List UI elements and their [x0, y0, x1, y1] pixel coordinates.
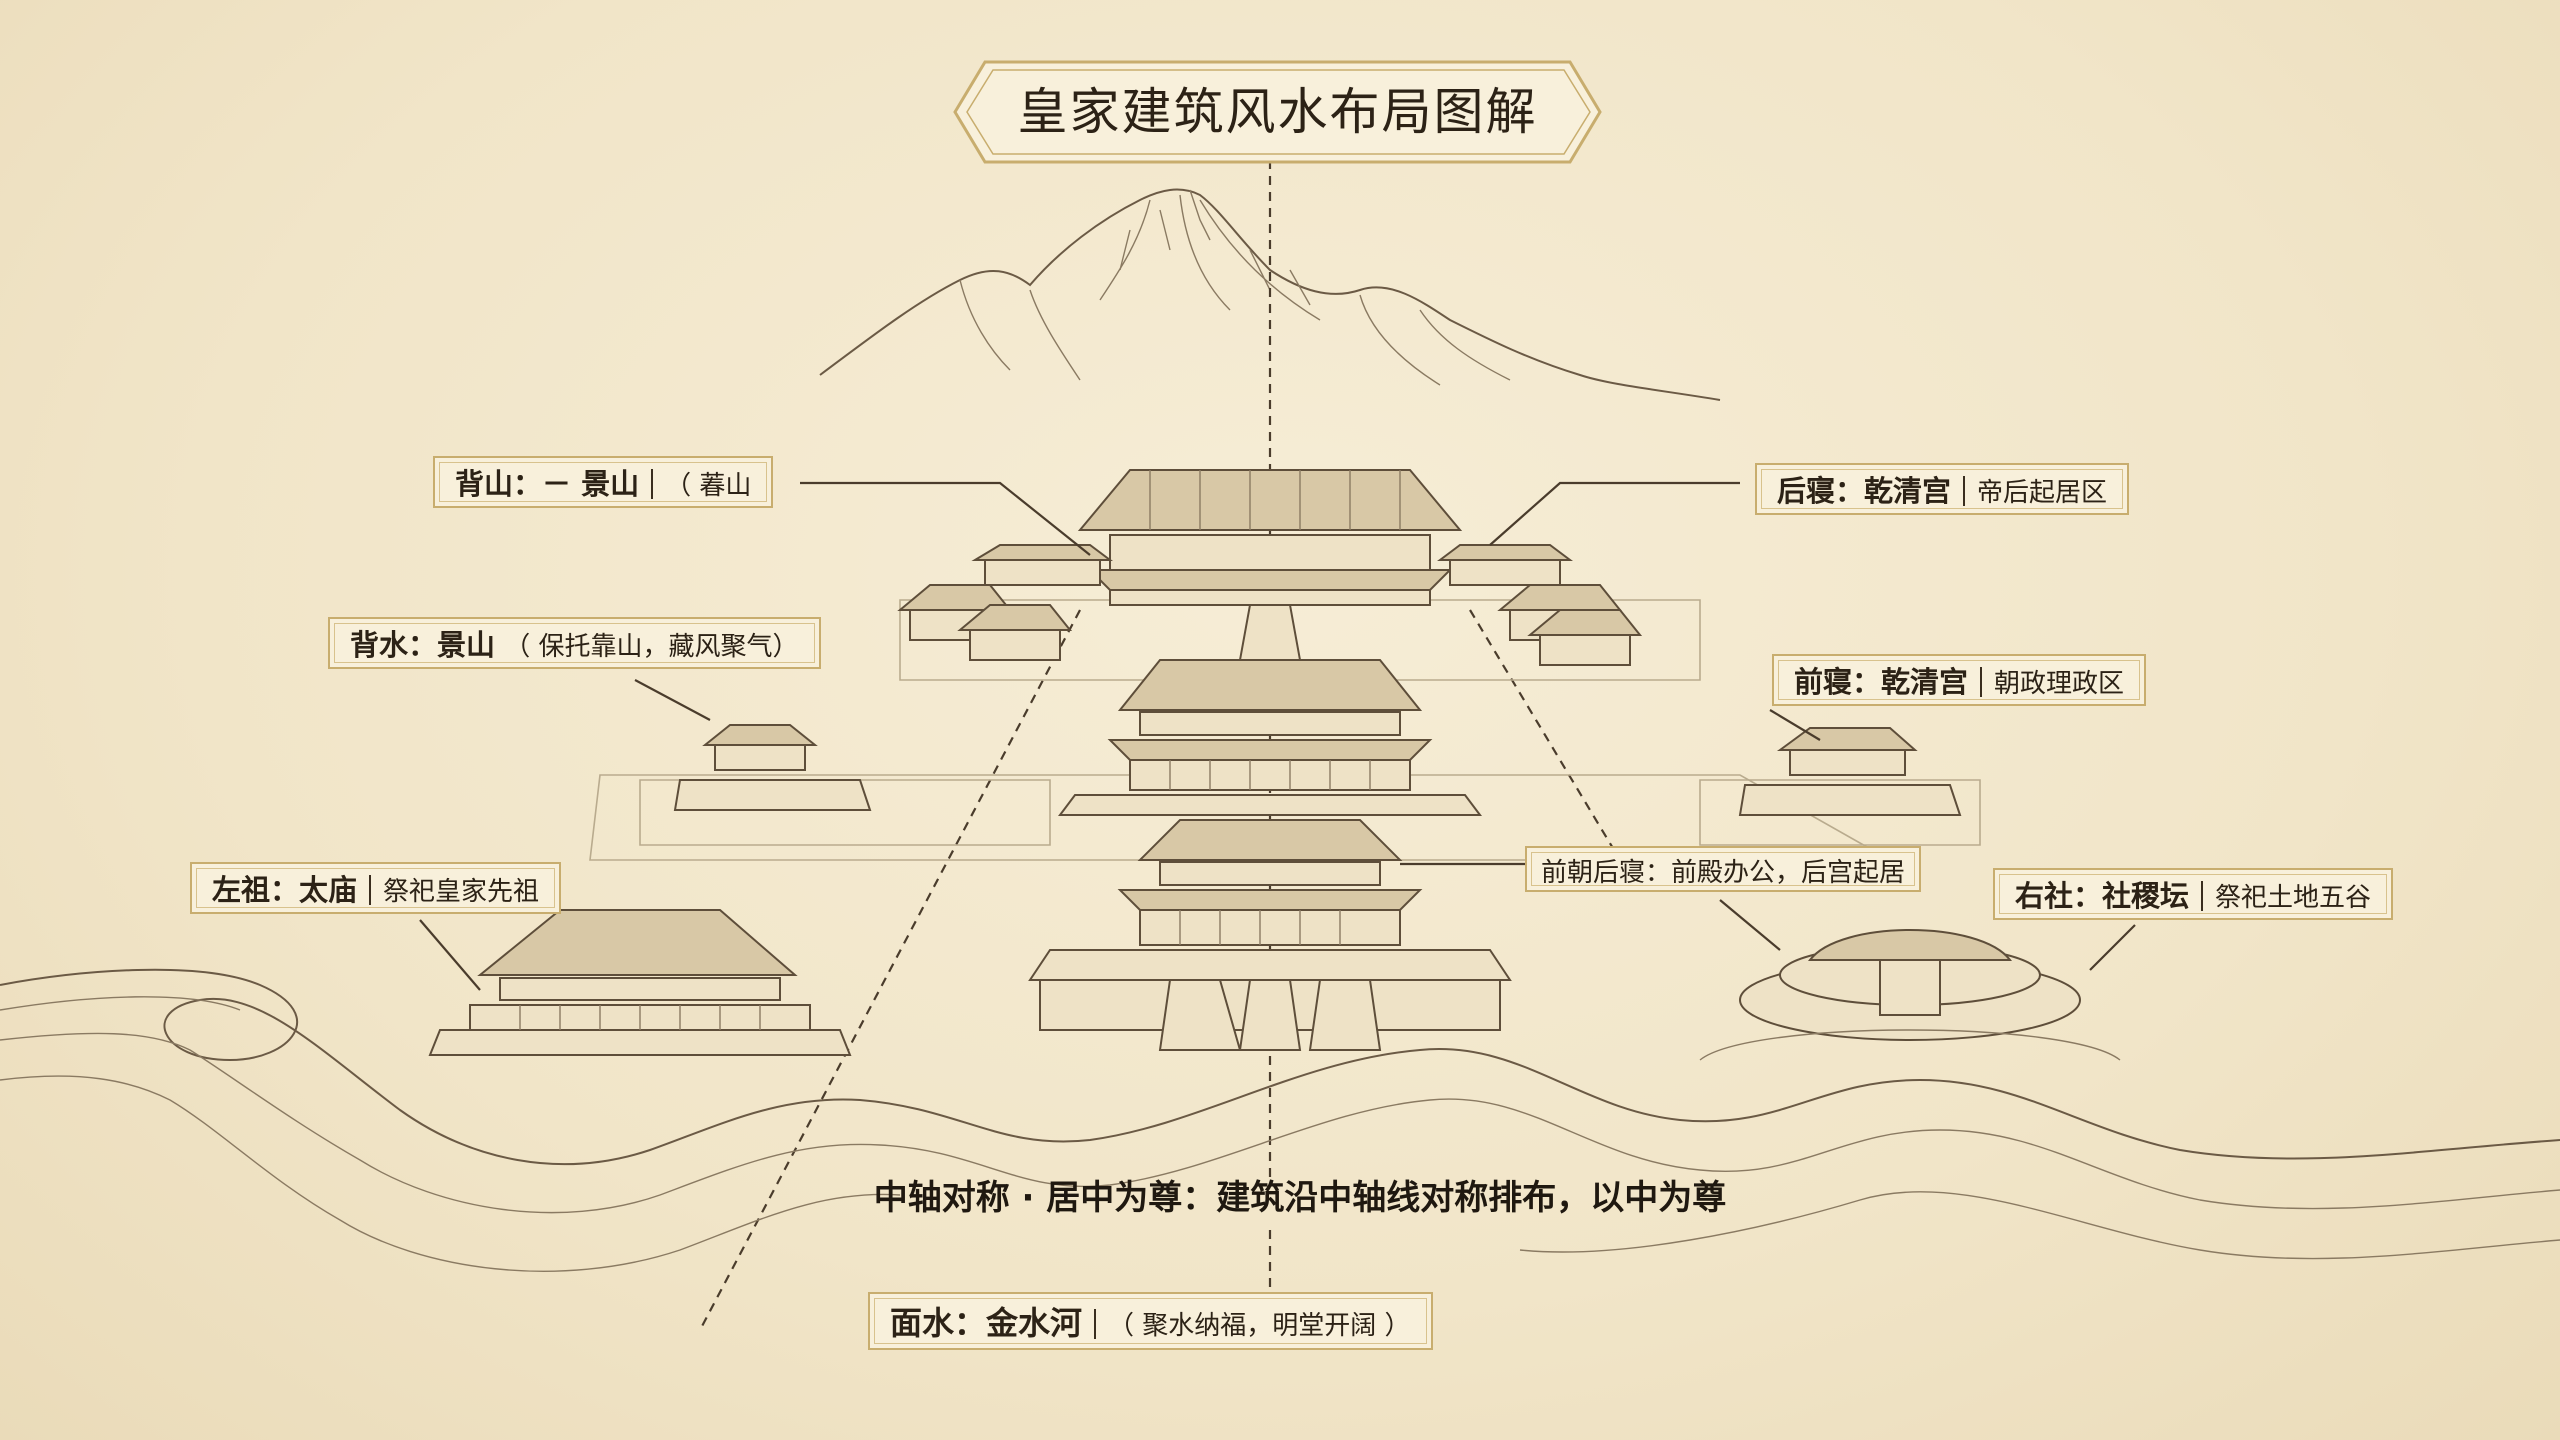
label-separator — [1980, 667, 1982, 697]
label-zuozu-sub: 祭祀皇家先祖 — [383, 877, 539, 907]
label-separator — [651, 469, 653, 499]
label-zuozu-main: 左祖：太庙 — [212, 873, 357, 907]
label-separator — [369, 875, 371, 905]
label-youshe: 右社：社稷坛祭祀土地五谷 — [1993, 868, 2393, 920]
label-mianshui: 面水：金水河 （ 聚水纳福，明堂开阔 ） — [868, 1292, 1433, 1350]
label-mianshui-main: 面水：金水河 — [890, 1304, 1082, 1342]
label-youshe-main: 右社：社稷坛 — [2015, 879, 2189, 913]
label-separator — [1094, 1309, 1096, 1339]
label-beishan-sub: （ 萶山 — [665, 471, 751, 501]
label-beishan-main: 背山：－ 景山 — [455, 467, 639, 501]
label-houqin: 后寝：乾清宫帝后起居区 — [1755, 463, 2129, 515]
page-title: 皇家建筑风水布局图解 — [955, 62, 1600, 162]
label-mianshui-sub: （ 聚水纳福，明堂开阔 ） — [1108, 1311, 1411, 1341]
label-beishui-sub: （ 保托靠山，藏风聚气） — [504, 632, 798, 662]
label-qianchao: 前朝后寝：前殿办公，后宫起居 — [1525, 846, 1921, 892]
label-houqin-sub: 帝后起居区 — [1977, 478, 2107, 508]
label-youshe-sub: 祭祀土地五谷 — [2215, 883, 2371, 913]
label-separator — [1963, 476, 1965, 506]
right-pavilion — [1740, 728, 1960, 815]
axis-caption: 中轴对称 · 居中为尊：建筑沿中轴线对称排布，以中为尊 — [860, 1170, 1740, 1219]
title-plaque: 皇家建筑风水布局图解 — [955, 62, 1600, 162]
back-palace — [900, 470, 1640, 665]
label-beishan: 背山：－ 景山 （ 萶山 — [433, 456, 773, 508]
label-beishui-main: 背水：景山 — [350, 628, 495, 662]
taimiao-temple — [430, 910, 850, 1055]
front-palace — [1030, 820, 1510, 1050]
label-zuozu: 左祖：太庙祭祀皇家先祖 — [190, 862, 561, 914]
label-qianqin: 前寝：乾清宫朝政理政区 — [1772, 654, 2146, 706]
label-qianqin-main: 前寝：乾清宫 — [1794, 665, 1968, 699]
left-pavilion — [675, 725, 870, 810]
label-separator — [2201, 881, 2203, 911]
label-beishui: 背水：景山 （ 保托靠山，藏风聚气） — [328, 617, 821, 669]
label-qianchao-main: 前朝后寝：前殿办公，后宫起居 — [1541, 858, 1905, 888]
label-qianqin-sub: 朝政理政区 — [1994, 669, 2124, 699]
sheji-altar — [1700, 930, 2120, 1060]
label-houqin-main: 后寝：乾清宫 — [1777, 474, 1951, 508]
